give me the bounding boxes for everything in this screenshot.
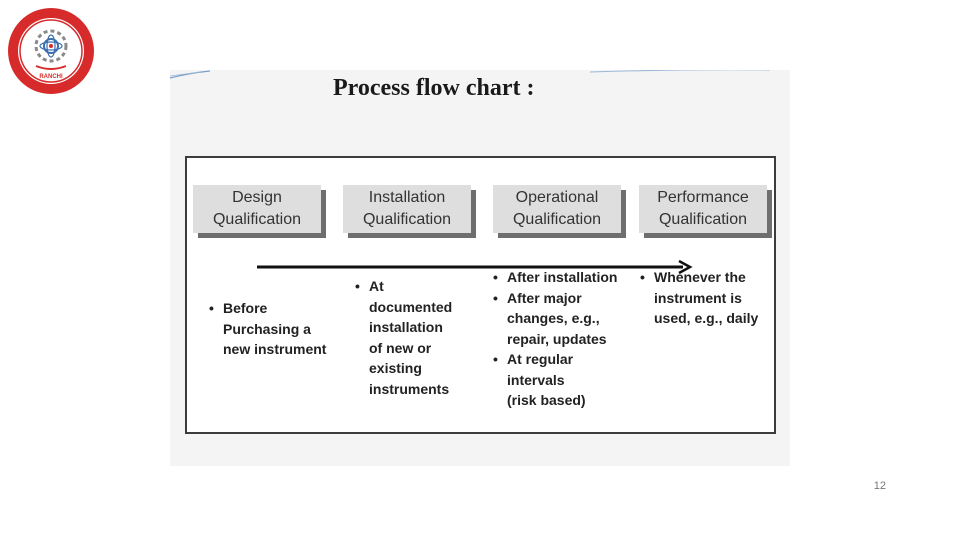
- institute-logo: RANCHI: [6, 6, 96, 96]
- decorative-swoosh: [170, 70, 770, 79]
- slide-title: Process flow chart :: [333, 75, 535, 101]
- stage-performance-qualification: Performance Qualification: [639, 185, 767, 233]
- note-item: After major changes, e.g., repair, updat…: [490, 288, 617, 350]
- note-item: Whenever the instrument is used, e.g., d…: [637, 267, 758, 329]
- note-item: Before Purchasing a new instrument: [206, 298, 326, 360]
- stage-label-line2: Qualification: [658, 211, 748, 228]
- note-item: At documented installation of new or exi…: [352, 276, 452, 399]
- stage-label-line1: Operational: [515, 189, 599, 206]
- process-flow-image: Process flow chart : Design Qualificatio…: [170, 70, 790, 466]
- stage-label-line2: Qualification: [212, 211, 302, 228]
- note-item: At regular intervals (risk based): [490, 349, 617, 411]
- logo-caption: RANCHI: [39, 74, 63, 80]
- stage-label-line2: Qualification: [362, 211, 452, 228]
- stage-design-qualification: Design Qualification: [193, 185, 321, 233]
- stage-label-line2: Qualification: [512, 211, 602, 228]
- stage-label-line1: Performance: [657, 189, 749, 206]
- stage-label-line1: Design: [232, 189, 282, 206]
- stage-operational-qualification: Operational Qualification: [493, 185, 621, 233]
- page-number: 12: [873, 480, 886, 492]
- note-item: After installation: [490, 267, 617, 288]
- stage-installation-qualification: Installation Qualification: [343, 185, 471, 233]
- performance-qualification-notes: Whenever the instrument is used, e.g., d…: [637, 267, 758, 329]
- stage-label-line1: Installation: [368, 189, 446, 206]
- installation-qualification-notes: At documented installation of new or exi…: [352, 276, 452, 399]
- design-qualification-notes: Before Purchasing a new instrument: [206, 298, 326, 360]
- flow-chart-frame: Design Qualification Installation Qualif…: [185, 156, 776, 434]
- operational-qualification-notes: After installation After major changes, …: [490, 267, 617, 411]
- timeline-arrow: [257, 259, 693, 275]
